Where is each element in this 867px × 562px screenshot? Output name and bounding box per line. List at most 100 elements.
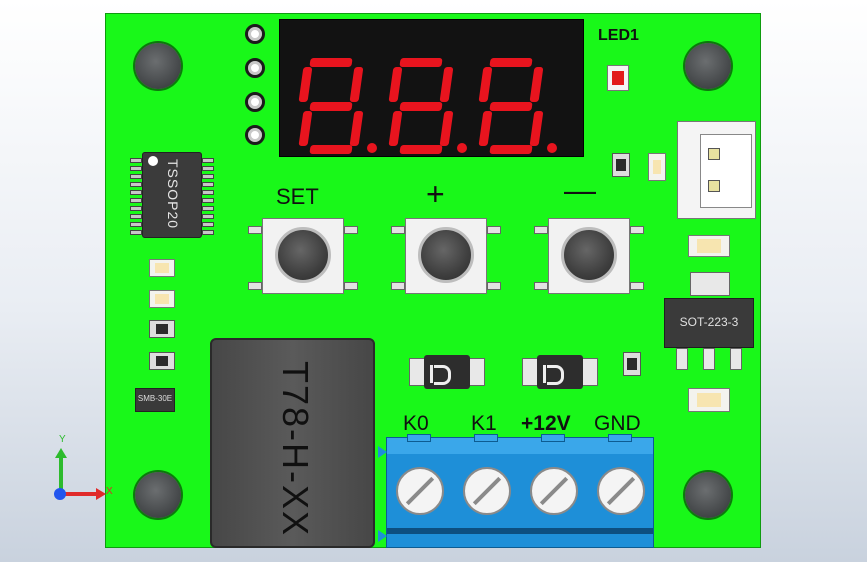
set-button-cap[interactable] xyxy=(275,227,331,283)
terminal-contact-2 xyxy=(474,434,498,442)
relay-t78 xyxy=(210,338,375,548)
tssop20-pin xyxy=(130,158,142,163)
digit-1-segment-c xyxy=(349,110,364,145)
capacitor-c1 xyxy=(648,153,666,181)
small-ic: SMB-30E xyxy=(135,388,175,412)
axis-y-label: Y xyxy=(59,434,66,445)
plus-button[interactable] xyxy=(405,218,487,294)
set-button-leg xyxy=(344,282,358,290)
tssop20-pin xyxy=(130,214,142,219)
set-button-leg xyxy=(344,226,358,234)
terminal-screw-1 xyxy=(396,467,444,515)
digit-1-segment-f xyxy=(298,67,313,102)
digit-2-segment-e xyxy=(388,110,403,145)
header-pad-3 xyxy=(245,92,265,112)
digit-2-segment-b xyxy=(439,67,454,102)
relay-label: T78-H-XX xyxy=(275,360,316,538)
terminal-label-gnd: GND xyxy=(594,412,641,435)
terminal-label-k0: K0 xyxy=(403,412,429,435)
mounting-hole-bottom-right xyxy=(685,472,731,518)
digit-2-segment-g xyxy=(399,101,443,111)
tssop20-pin xyxy=(202,174,214,179)
terminal-arrow-top xyxy=(378,446,387,458)
minus-button-leg xyxy=(534,226,548,234)
tssop20-pin xyxy=(130,182,142,187)
set-button[interactable] xyxy=(262,218,344,294)
terminal-label-k1: K1 xyxy=(471,412,497,435)
regulator-tab xyxy=(690,272,730,296)
capacitor-c3 xyxy=(149,290,175,308)
digit-3-segment-e xyxy=(478,110,493,145)
mounting-hole-top-left xyxy=(135,43,181,89)
small-ic-label: SMB-30E xyxy=(137,394,173,403)
screw-terminal-block xyxy=(386,437,654,548)
resistor-r1 xyxy=(612,153,630,177)
plus-button-cap[interactable] xyxy=(418,227,474,283)
digit-2-decimal-point xyxy=(457,143,467,153)
mounting-hole-bottom-left xyxy=(135,472,181,518)
tssop20-pin xyxy=(130,222,142,227)
minus-button-leg xyxy=(630,282,644,290)
digit-2-segment-a xyxy=(399,58,443,67)
digit-3-segment-g xyxy=(489,101,533,111)
plus-button-leg xyxy=(391,226,405,234)
digit-2-segment-f xyxy=(388,67,403,102)
digit-3-segment-b xyxy=(529,67,544,102)
digit-3-segment-d xyxy=(489,145,533,154)
resistor-r2 xyxy=(149,320,175,338)
minus-button[interactable] xyxy=(548,218,630,294)
minus-button-cap[interactable] xyxy=(561,227,617,283)
tssop20-pin xyxy=(202,158,214,163)
digit-2-segment-c xyxy=(439,110,454,145)
digit-1-segment-e xyxy=(298,110,313,145)
minus-button-leg xyxy=(534,282,548,290)
digit-2-segment-d xyxy=(399,145,443,154)
plus-button-leg xyxy=(391,282,405,290)
tssop20-pin xyxy=(202,190,214,195)
tssop20-pin xyxy=(130,166,142,171)
tssop20-pin xyxy=(130,206,142,211)
digit-1-segment-a xyxy=(309,58,353,67)
tssop20-pin xyxy=(202,182,214,187)
tssop20-pin xyxy=(202,198,214,203)
digit-3-decimal-point xyxy=(547,143,557,153)
capacitor-c2 xyxy=(149,259,175,277)
tssop20-pin xyxy=(130,230,142,235)
digit-1-segment-b xyxy=(349,67,364,102)
tssop20-pin xyxy=(130,190,142,195)
plus-button-leg xyxy=(487,282,501,290)
seven-segment-display xyxy=(279,19,584,157)
coordinate-triad: Y X xyxy=(48,434,118,510)
tssop20-pin xyxy=(130,198,142,203)
digit-3-segment-a xyxy=(489,58,533,67)
led1-component xyxy=(607,65,629,91)
terminal-screw-4 xyxy=(597,467,645,515)
header-pad-2 xyxy=(245,58,265,78)
tssop20-pin xyxy=(202,230,214,235)
tssop20-label: TSSOP20 xyxy=(165,158,181,230)
terminal-contact-3 xyxy=(541,434,565,442)
terminal-contact-1 xyxy=(407,434,431,442)
header-pad-1 xyxy=(245,24,265,44)
digit-1-segment-d xyxy=(309,145,353,154)
diode-d2 xyxy=(522,355,598,389)
plus-button-leg xyxy=(487,226,501,234)
resistor-r3 xyxy=(149,352,175,370)
tssop20-pin xyxy=(202,206,214,211)
minus-button-leg xyxy=(630,226,644,234)
mounting-hole-top-right xyxy=(685,43,731,89)
regulator-pin-3 xyxy=(730,348,742,370)
digit-1-decimal-point xyxy=(367,143,377,153)
tssop20-pin xyxy=(202,222,214,227)
set-button-label: SET xyxy=(276,184,319,209)
tssop20-pin xyxy=(202,214,214,219)
tssop20-pin xyxy=(202,166,214,171)
resistor-r4 xyxy=(623,352,641,376)
set-button-leg xyxy=(248,282,262,290)
axis-x-label: X xyxy=(106,486,113,497)
tssop20-pin xyxy=(130,174,142,179)
terminal-label-12v: +12V xyxy=(521,412,571,435)
terminal-screw-2 xyxy=(463,467,511,515)
set-button-leg xyxy=(248,226,262,234)
terminal-arrow-bottom xyxy=(378,530,387,542)
